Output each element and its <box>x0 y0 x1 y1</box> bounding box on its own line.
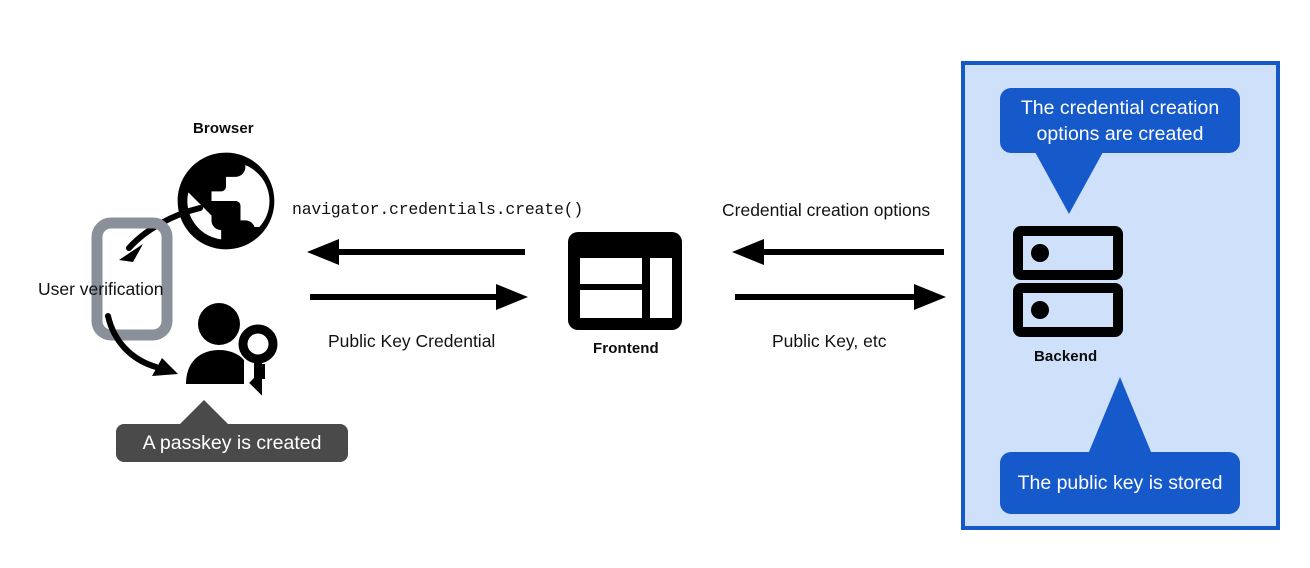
arrow-right-top <box>730 238 948 266</box>
arrow-left-bottom <box>305 283 530 311</box>
callout-public-key-stored-tail <box>1086 377 1154 459</box>
smartphone-icon <box>91 217 173 341</box>
person-with-key-icon <box>186 302 286 396</box>
passkey-tooltip-tail <box>178 400 230 426</box>
callout-public-key-stored: The public key is stored <box>1000 452 1240 514</box>
frontend-label: Frontend <box>593 340 659 357</box>
browser-label: Browser <box>193 120 254 137</box>
arrow-label-navigator-create: navigator.credentials.create() <box>292 200 584 219</box>
arrow-left-top <box>305 238 530 266</box>
arrow-right-bottom <box>730 283 948 311</box>
callout-credential-options: The credential creation options are crea… <box>1000 88 1240 153</box>
server-storage-icon <box>1013 226 1123 338</box>
web-layout-icon <box>566 230 684 332</box>
passkey-tooltip: A passkey is created <box>116 424 348 462</box>
globe-icon <box>168 143 284 259</box>
user-verification-label: User verification <box>38 279 164 299</box>
arrow-phone-to-user <box>100 312 210 392</box>
arrow-label-public-key-credential: Public Key Credential <box>328 331 496 351</box>
backend-label: Backend <box>1034 348 1098 365</box>
callout-credential-options-tail <box>1035 152 1103 214</box>
arrow-label-public-key-etc: Public Key, etc <box>772 331 887 351</box>
arrow-label-credential-creation-options: Credential creation options <box>722 200 931 220</box>
